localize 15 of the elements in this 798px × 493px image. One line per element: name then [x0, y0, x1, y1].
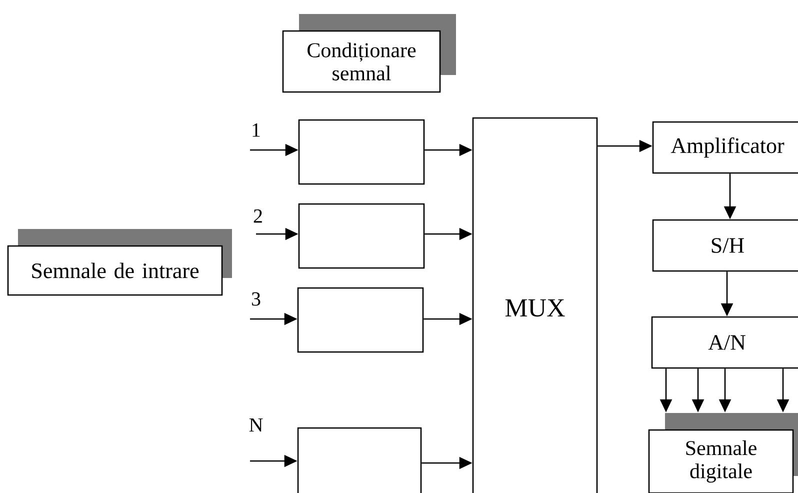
process-box	[298, 203, 425, 269]
process-box: S/H	[652, 219, 798, 272]
label-box: Semnale de intrare	[7, 229, 232, 296]
process-box	[298, 119, 425, 185]
edge-label: 2	[252, 208, 264, 224]
label-box: Semnale digitale	[648, 413, 798, 493]
edge-label: N	[248, 417, 264, 433]
process-box: Amplificator	[652, 121, 798, 174]
process-box: MUX	[472, 117, 598, 493]
label-box: Condiționare semnal	[282, 14, 456, 93]
process-box: A/N	[651, 316, 798, 369]
edge-label: 3	[250, 291, 262, 307]
edge-label: 1	[250, 122, 262, 138]
process-box	[297, 427, 422, 493]
process-box	[297, 287, 424, 353]
